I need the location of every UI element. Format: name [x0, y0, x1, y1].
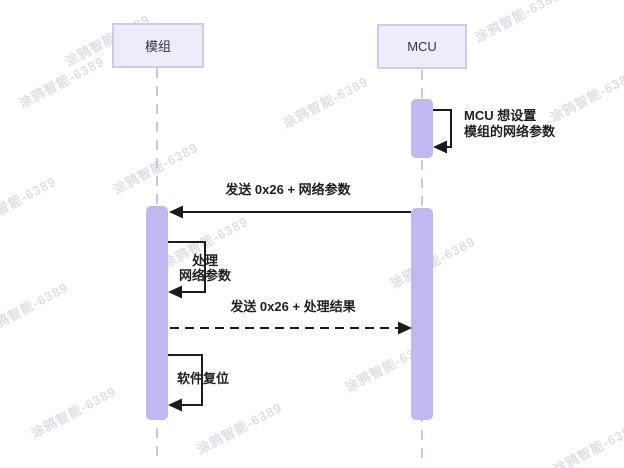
arrowhead-process: [168, 285, 182, 299]
label-mcu-intent: MCU 想设置 模组的网络参数: [464, 108, 555, 140]
label-send-result: 发送 0x26 + 处理结果: [230, 299, 356, 314]
label-mcu-intent-line2: 模组的网络参数: [464, 124, 556, 139]
label-soft-reset: 软件复位: [176, 371, 229, 386]
arrowhead-send-params: [169, 205, 183, 219]
self-loop-reset: [168, 354, 203, 406]
activation-bar-mcu-1: [411, 99, 433, 158]
activation-bar-mcu-2: [411, 208, 433, 420]
self-loop-mcu-intent: [433, 109, 452, 148]
label-send-params: 发送 0x26 + 网络参数: [225, 182, 351, 197]
actor-label-mcu: MCU: [407, 39, 437, 54]
arrowhead-reset: [168, 398, 182, 412]
activation-bar-module: [146, 206, 168, 420]
self-loop-process: [168, 241, 206, 293]
label-process-line1: 处理: [191, 253, 218, 268]
label-process-line2: 网络参数: [178, 268, 231, 283]
actor-label-module: 模组: [144, 39, 171, 54]
actor-box-module: 模组: [112, 23, 204, 68]
arrowhead-mcu-intent: [433, 140, 447, 154]
label-mcu-intent-line1: MCU 想设置: [464, 108, 537, 123]
label-process: 处理 网络参数: [160, 253, 250, 283]
arrowhead-send-result: [398, 321, 412, 335]
actor-box-mcu: MCU: [377, 24, 467, 69]
